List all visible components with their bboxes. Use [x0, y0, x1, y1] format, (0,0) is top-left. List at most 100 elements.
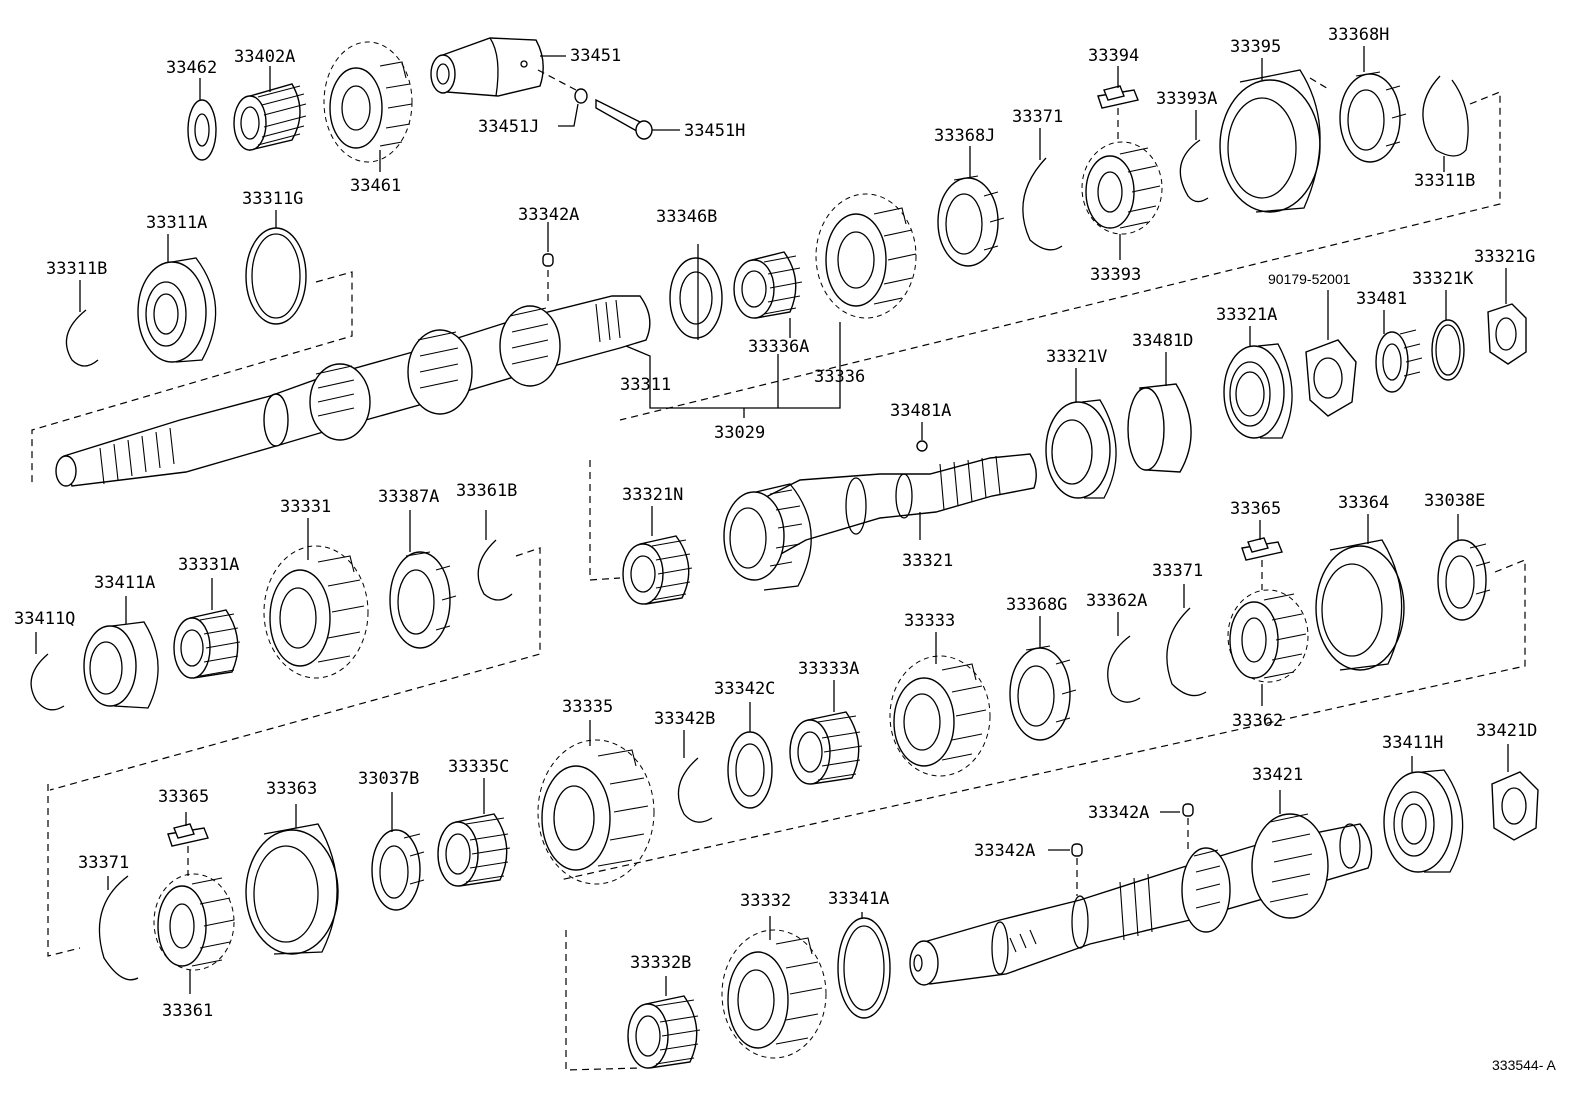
part-33481A-ball — [916, 440, 928, 452]
part-33331-gear — [263, 545, 369, 679]
label-33368G: 33368G — [1006, 595, 1067, 615]
part-33038E-ring — [1437, 539, 1491, 621]
label-33393: 33393 — [1090, 265, 1141, 285]
label-33368J: 33368J — [934, 126, 995, 146]
label-33335: 33335 — [562, 697, 613, 717]
label-33371-mid: 33371 — [1152, 561, 1203, 581]
label-33029: 33029 — [714, 423, 765, 443]
part-33393-hub — [1081, 141, 1163, 260]
label-33451J: 33451J — [478, 117, 539, 137]
part-33333-gear — [889, 655, 991, 777]
part-33365-key-a — [1241, 537, 1283, 590]
part-33341A-ring — [837, 917, 891, 1019]
part-33411H-bearing — [1383, 769, 1464, 873]
part-33362-hub — [1227, 589, 1309, 706]
part-33451H-bolt — [595, 98, 680, 140]
part-33336A-needle-bearing — [733, 251, 803, 319]
label-33342B: 33342B — [654, 709, 715, 729]
assembly-outlines — [31, 77, 1526, 1071]
part-33451J-washer — [537, 69, 588, 127]
part-33346B-washer — [669, 257, 723, 339]
part-33368J-ring — [937, 175, 1005, 267]
part-33368G-ring — [1009, 645, 1077, 741]
label-33362: 33362 — [1232, 711, 1283, 731]
label-33481: 33481 — [1356, 289, 1407, 309]
label-33336: 33336 — [814, 367, 865, 387]
part-33336-gear — [815, 193, 917, 319]
label-33371-top: 33371 — [1012, 107, 1063, 127]
part-33461-gear — [323, 41, 413, 163]
label-33394: 33394 — [1088, 46, 1139, 66]
label-33331: 33331 — [280, 497, 331, 517]
label-33321K: 33321K — [1412, 269, 1474, 289]
part-33321A-bearing — [1223, 343, 1293, 439]
label-33037B: 33037B — [358, 769, 419, 789]
label-33402A: 33402A — [234, 47, 295, 67]
label-33365-upper: 33365 — [1230, 499, 1281, 519]
label-33321N: 33321N — [622, 485, 683, 505]
leaders-33029 — [547, 222, 841, 418]
part-33332B-needle-bearing — [627, 995, 701, 1069]
label-33332: 33332 — [740, 891, 791, 911]
label-33342C: 33342C — [714, 679, 775, 699]
part-33037B-ring — [371, 829, 425, 911]
part-33311G-ring — [245, 227, 307, 325]
part-33321K-ring — [1431, 319, 1465, 381]
part-33364-sleeve — [1315, 539, 1405, 671]
label-33311B-left: 33311B — [46, 259, 107, 279]
part-33421D-nut — [1491, 771, 1539, 841]
part-33335C-needle-bearing — [437, 813, 511, 887]
label-33321A: 33321A — [1216, 305, 1277, 325]
part-33451-sleeve — [430, 37, 566, 97]
label-33361B: 33361B — [456, 481, 517, 501]
part-33363-sleeve — [245, 823, 339, 955]
label-33451: 33451 — [570, 46, 621, 66]
part-33371-snapring-b — [1166, 607, 1207, 697]
part-33333A-needle-bearing — [789, 711, 863, 785]
part-33393A-snapring — [1179, 139, 1209, 203]
label-90179-52001: 90179-52001 — [1268, 271, 1351, 287]
label-33362A: 33362A — [1086, 591, 1147, 611]
part-33481D-race — [1127, 383, 1192, 473]
label-33387A: 33387A — [378, 487, 439, 507]
part-33342A-plug-b — [1048, 843, 1083, 896]
part-33462 — [187, 99, 217, 161]
part-33371-snapring-c — [98, 875, 139, 981]
part-33411A-bearing — [83, 621, 159, 709]
label-33462: 33462 — [166, 58, 217, 78]
leader-lines — [35, 46, 1509, 996]
label-33311G: 33311G — [242, 189, 303, 209]
part-33421-counter-shaft — [909, 813, 1373, 986]
part-33311B-snapring-left — [65, 309, 99, 367]
part-33365-key-b — [167, 823, 209, 876]
label-33421: 33421 — [1252, 765, 1303, 785]
label-33342A-mid: 33342A — [974, 841, 1035, 861]
part-33402A-needle-bearing — [233, 83, 307, 151]
label-33395: 33395 — [1230, 37, 1281, 57]
part-33331A-needle-bearing — [173, 609, 241, 679]
label-33451H: 33451H — [684, 121, 745, 141]
part-33311A-bearing — [137, 257, 217, 363]
label-33461: 33461 — [350, 176, 401, 196]
part-33311-input-shaft — [55, 253, 651, 487]
label-33361: 33361 — [162, 1001, 213, 1021]
label-33311A: 33311A — [146, 213, 207, 233]
label-33321V: 33321V — [1046, 347, 1107, 367]
part-33321-output-shaft — [723, 453, 1037, 591]
part-33411Q-snapring — [30, 653, 65, 711]
part-33332-gear — [721, 929, 827, 1059]
label-33311: 33311 — [620, 375, 671, 395]
part-33481-ring — [1375, 329, 1423, 393]
label-33411Q: 33411Q — [14, 609, 75, 629]
figure-code: 333544- A — [1492, 1057, 1556, 1073]
label-33333: 33333 — [904, 611, 955, 631]
part-33395-sleeve — [1219, 69, 1321, 213]
part-labels: 33462 33402A 33451 33451J 33451H 33461 3… — [14, 25, 1556, 1073]
label-33481D: 33481D — [1132, 331, 1193, 351]
label-33365-lower: 33365 — [158, 787, 209, 807]
part-33387A-ring — [389, 551, 457, 649]
label-33368H: 33368H — [1328, 25, 1389, 45]
label-33411H: 33411H — [1382, 733, 1443, 753]
part-33368H-ring — [1339, 71, 1407, 163]
